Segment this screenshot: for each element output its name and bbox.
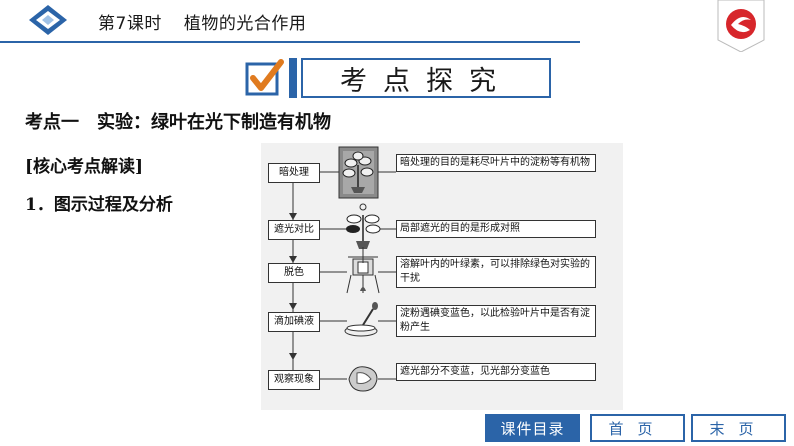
- step-observe: 观察现象: [268, 370, 320, 390]
- toc-button[interactable]: 课件目录: [485, 414, 580, 442]
- banner-label: 考点探究: [301, 58, 551, 98]
- step-shading: 遮光对比: [268, 220, 320, 240]
- flow-arrows: [289, 213, 297, 360]
- section-banner: 考点探究: [245, 56, 551, 98]
- exam-point-heading: 考点一 实验：绿叶在光下制造有机物: [25, 112, 331, 133]
- shaded-leaf-plant-icon: [346, 203, 381, 249]
- first-page-button[interactable]: 首页: [590, 414, 685, 442]
- header-divider: [0, 41, 580, 43]
- note-dark-treatment: 暗处理的目的是耗尽叶片中的淀粉等有机物: [396, 154, 596, 172]
- note-observe: 遮光部分不变蓝，见光部分变蓝色: [396, 363, 596, 381]
- lesson-topic: 植物的光合作用: [183, 14, 307, 34]
- step-iodine: 滴加碘液: [268, 312, 320, 332]
- experiment-flow-diagram: 暗处理 遮光对比 脱色 滴加碘液 观察现象 暗处理的目的是耗尽叶片中的淀粉等有机…: [261, 143, 623, 410]
- lesson-number: 第7课时: [98, 14, 162, 34]
- step-decolor: 脱色: [268, 263, 320, 283]
- diamond-logo-icon: [29, 5, 67, 35]
- top-bar: 第7课时 植物的光合作用: [0, 0, 794, 52]
- note-shading: 局部遮光的目的是形成对照: [396, 220, 596, 238]
- list-item-heading: 1．图示过程及分析: [25, 195, 173, 215]
- dropper-dish-icon: [344, 302, 378, 337]
- banner-accent-bar: [289, 58, 297, 98]
- lesson-title: 第7课时 植物的光合作用: [98, 9, 328, 34]
- leaf-result-icon: [348, 366, 378, 392]
- section-heading: [核心考点解读]: [25, 157, 144, 177]
- last-page-button[interactable]: 末页: [691, 414, 786, 442]
- dark-box-plant-icon: [338, 146, 379, 199]
- step-dark-treatment: 暗处理: [268, 163, 320, 183]
- checkbox-icon: [245, 59, 284, 96]
- note-decolor: 溶解叶内的叶绿素，可以排除绿色对实验的干扰: [396, 256, 596, 288]
- note-iodine: 淀粉遇碘变蓝色，以此检验叶片中是否有淀粉产生: [396, 305, 596, 337]
- brand-badge-icon: [717, 0, 765, 52]
- water-bath-icon: [346, 247, 380, 294]
- diagram-graphics: [289, 146, 396, 392]
